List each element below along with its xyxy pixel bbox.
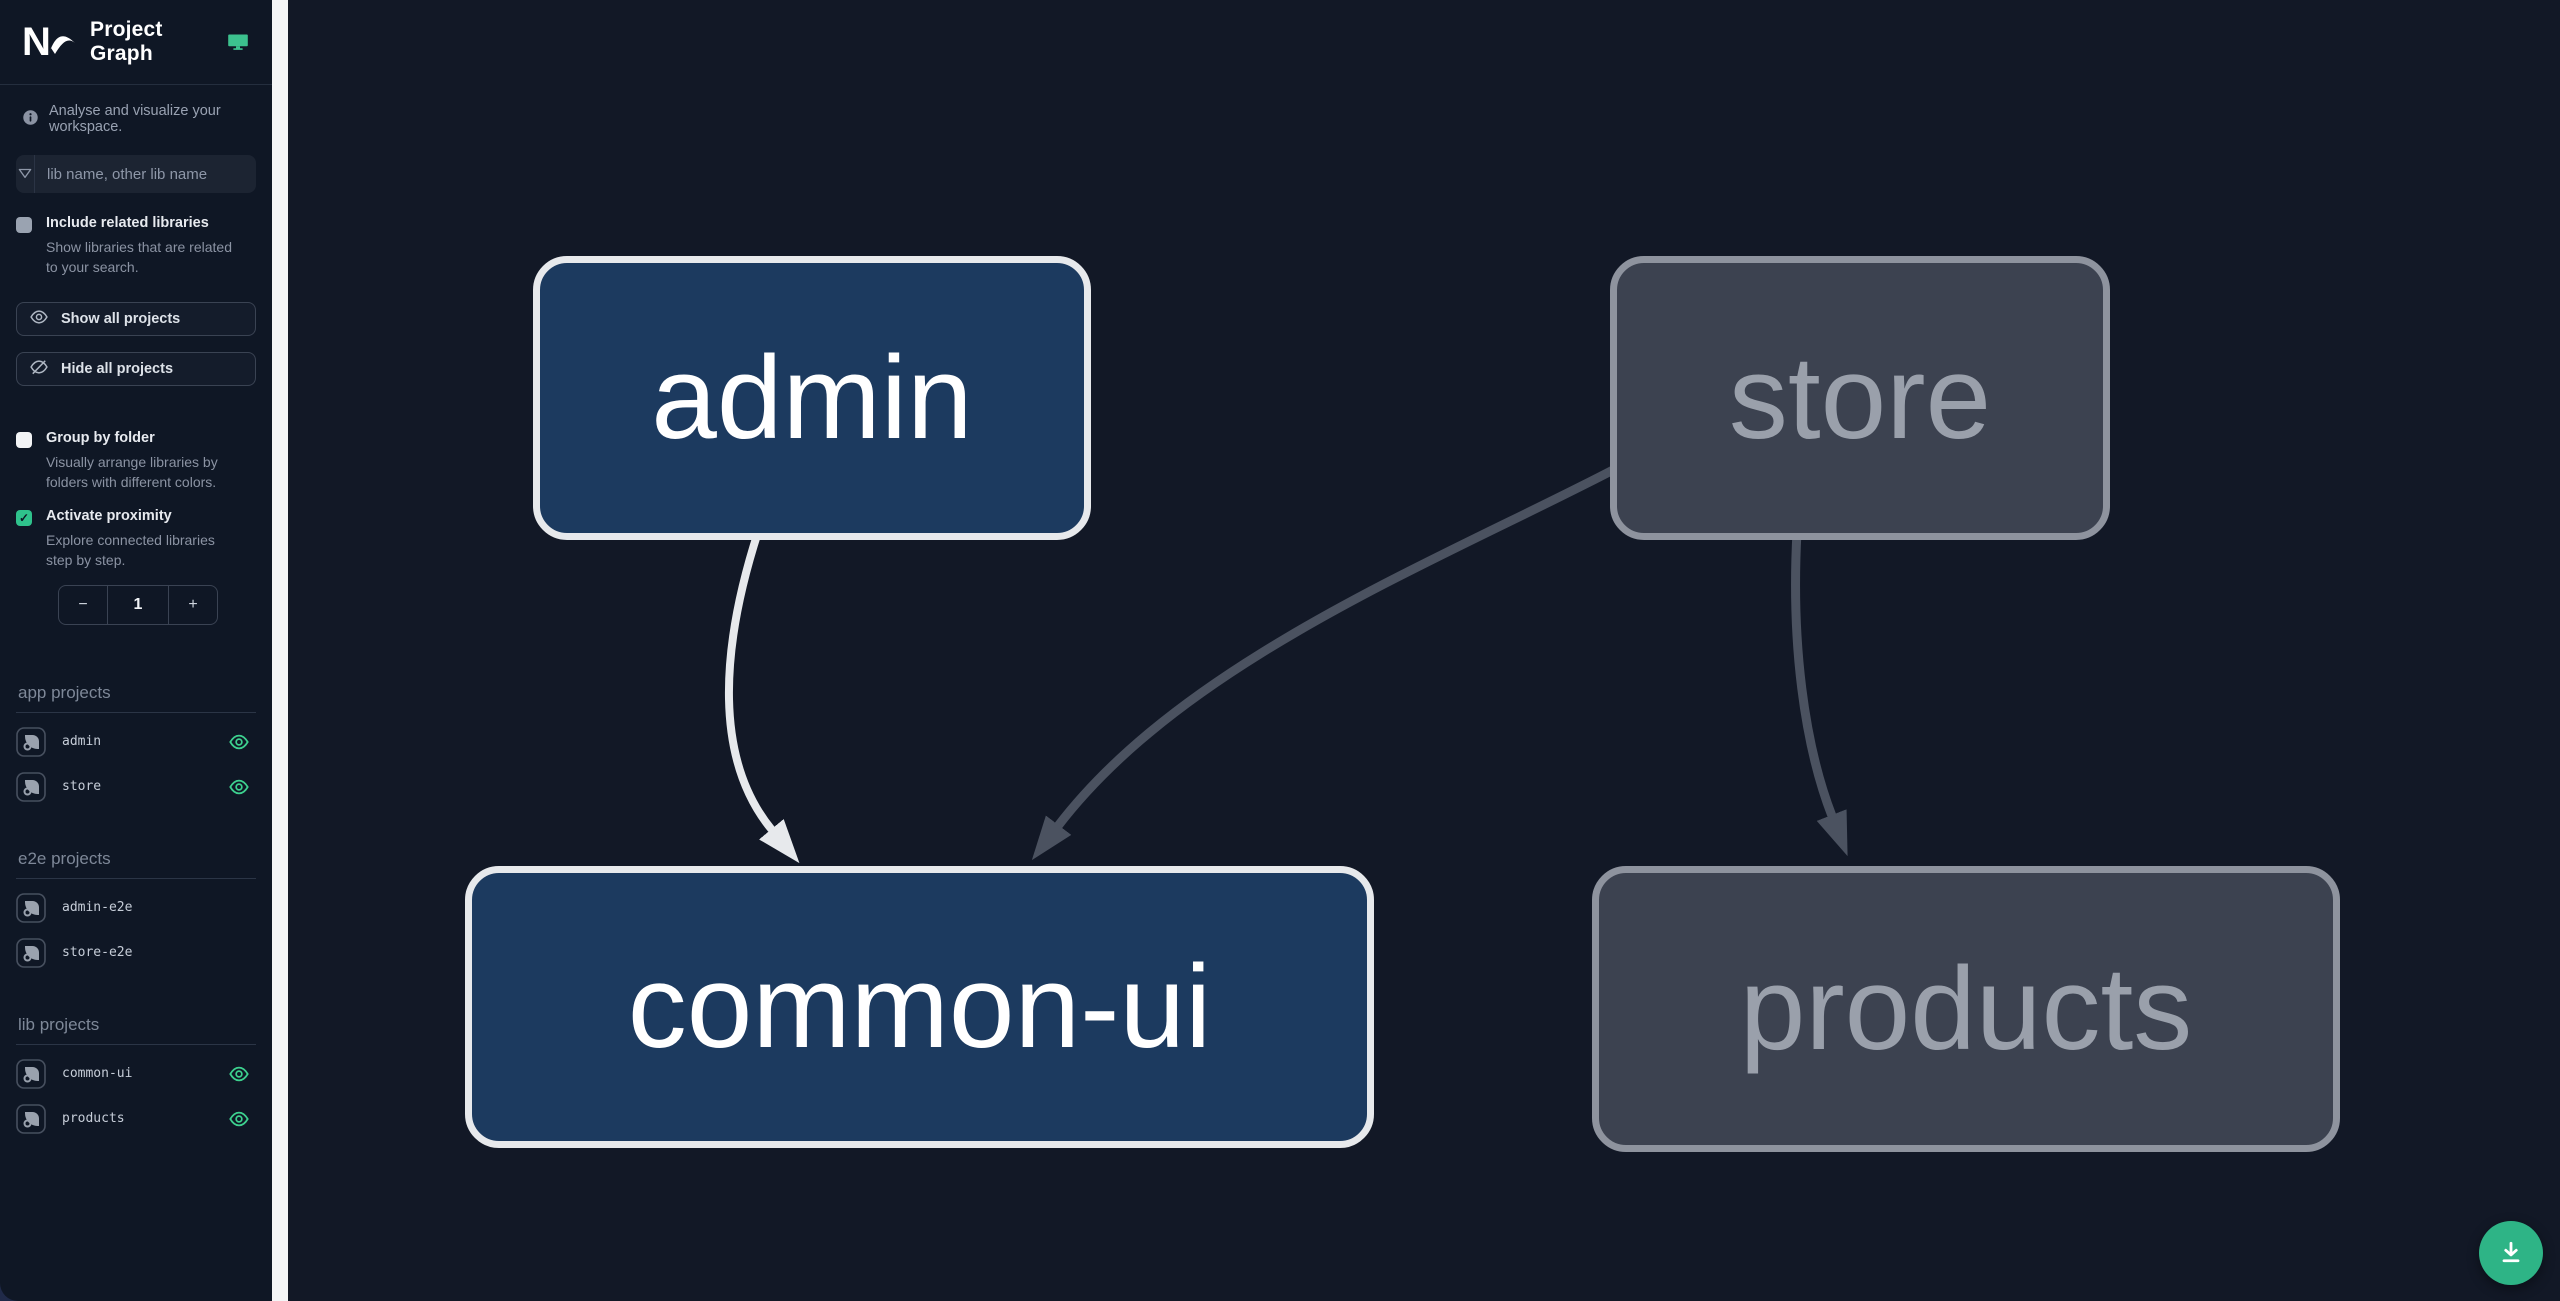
option-label: Activate proximity: [46, 508, 172, 525]
project-name: store-e2e: [62, 945, 133, 961]
search-box: [16, 155, 256, 193]
edge-store-to-products: [1791, 527, 1848, 857]
project-icon: [16, 771, 46, 802]
info-icon: [22, 109, 39, 130]
edge-admin-to-common-ui: [724, 528, 800, 864]
page-title: Project Graph: [90, 18, 163, 65]
nx-logo-icon: N: [22, 22, 76, 62]
eye-off-icon: [29, 357, 49, 381]
section-lib-projects: lib projects common-ui products: [16, 1015, 256, 1135]
nx-logo-letter: N: [22, 22, 51, 62]
button-label: Show all projects: [61, 310, 181, 327]
stepper-value: 1: [107, 585, 169, 624]
visibility-eye-icon[interactable]: [228, 776, 250, 798]
sidebar-header: N Project Graph: [0, 0, 272, 85]
hide-all-projects-button[interactable]: Hide all projects: [16, 351, 256, 386]
project-icon: [16, 1103, 46, 1134]
increment-button[interactable]: +: [169, 586, 217, 624]
project-row-products[interactable]: products: [16, 1103, 256, 1135]
group-by-folder-checkbox[interactable]: Group by folder Visually arrange librari…: [16, 430, 256, 493]
project-name: products: [62, 1111, 125, 1127]
download-button[interactable]: [2479, 1221, 2543, 1285]
option-label: Group by folder: [46, 429, 155, 446]
project-visibility-buttons: Show all projects Hide all projects: [16, 301, 256, 386]
graph-node-admin[interactable]: admin: [533, 256, 1091, 540]
option-label: Include related libraries: [46, 215, 209, 231]
eye-icon: [29, 307, 49, 331]
option-description: Show libraries that are related to your …: [46, 239, 232, 276]
project-icon: [16, 1058, 46, 1089]
option-description: Visually arrange libraries by folders wi…: [46, 453, 218, 490]
project-name: common-ui: [62, 1066, 133, 1082]
tagline-row: Analyse and visualize your workspace.: [0, 85, 272, 137]
include-related-checkbox[interactable]: Include related libraries Show libraries…: [16, 215, 256, 278]
filter-icon: [16, 155, 35, 193]
visibility-eye-icon[interactable]: [228, 1108, 250, 1130]
proximity-depth-stepper: − 1 +: [58, 584, 218, 625]
tagline-text: Analyse and visualize your workspace.: [49, 103, 221, 135]
checkbox-checked-icon[interactable]: [16, 510, 32, 527]
decrement-button[interactable]: −: [59, 586, 107, 624]
section-e2e-projects: e2e projects admin-e2e store-e2e: [16, 849, 256, 969]
section-app-projects: app projects admin store: [16, 683, 256, 803]
option-description: Explore connected libraries step by step…: [46, 532, 215, 569]
button-label: Hide all projects: [61, 360, 174, 377]
search-input[interactable]: [35, 155, 256, 193]
edge-store-to-common-ui: [1031, 465, 1618, 861]
project-row-store[interactable]: store: [16, 771, 256, 803]
project-icon: [16, 937, 46, 968]
project-row-admin-e2e[interactable]: admin-e2e: [16, 892, 256, 924]
project-name: admin-e2e: [62, 900, 133, 916]
project-row-admin[interactable]: admin: [16, 726, 256, 758]
project-name: store: [62, 779, 102, 795]
graph-node-products[interactable]: products: [1592, 866, 2340, 1152]
show-all-projects-button[interactable]: Show all projects: [16, 301, 256, 336]
checkbox-unchecked-icon[interactable]: [16, 217, 32, 233]
section-heading: e2e projects: [16, 849, 256, 879]
visibility-eye-icon[interactable]: [228, 1063, 250, 1085]
project-row-store-e2e[interactable]: store-e2e: [16, 937, 256, 969]
section-heading: lib projects: [16, 1015, 256, 1045]
project-icon: [16, 892, 46, 923]
sidebar: N Project Graph Analyse and vis: [0, 0, 272, 1301]
monitor-icon[interactable]: [226, 30, 250, 54]
graph-node-store[interactable]: store: [1610, 256, 2110, 540]
visibility-eye-icon[interactable]: [228, 731, 250, 753]
project-name: admin: [62, 734, 102, 750]
checkbox-unchecked-icon[interactable]: [16, 431, 32, 448]
activate-proximity-checkbox[interactable]: Activate proximity Explore connected lib…: [16, 508, 256, 571]
section-heading: app projects: [16, 683, 256, 713]
project-row-common-ui[interactable]: common-ui: [16, 1058, 256, 1090]
download-icon: [2497, 1238, 2525, 1269]
graph-node-common-ui[interactable]: common-ui: [465, 866, 1374, 1148]
project-icon: [16, 726, 46, 757]
panel-resize-handle[interactable]: [272, 0, 288, 1301]
